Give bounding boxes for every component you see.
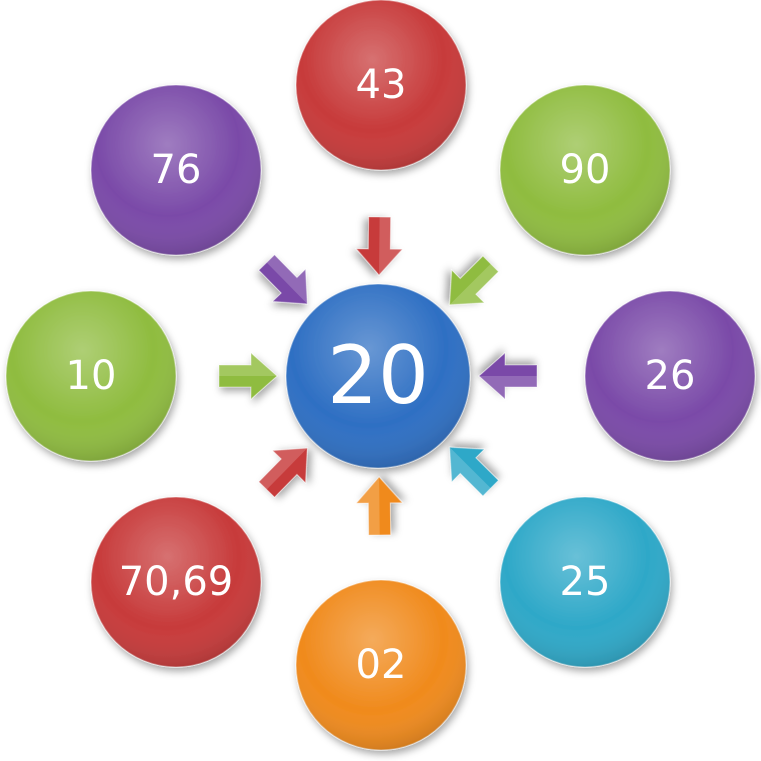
- node-circle-bottom-right: [499, 496, 671, 668]
- node-circle-left: [5, 290, 177, 462]
- node-circle-top-left: [90, 84, 262, 256]
- arrow-top: [355, 216, 404, 276]
- node-circle-right: [584, 290, 756, 462]
- arrow-bottom-left: [258, 447, 308, 498]
- node-circle-bottom: [295, 579, 467, 751]
- node-circle-top: [295, 0, 467, 171]
- arrow-top-right: [449, 255, 500, 306]
- node-circle-bottom-left: [90, 496, 262, 668]
- center-circle: [285, 283, 471, 469]
- arrow-left: [218, 351, 278, 401]
- arrow-right: [478, 351, 538, 401]
- arrow-bottom: [355, 476, 404, 536]
- arrow-bottom-right: [449, 446, 500, 497]
- node-circle-top-right: [499, 84, 671, 256]
- arrow-top-left: [258, 254, 308, 305]
